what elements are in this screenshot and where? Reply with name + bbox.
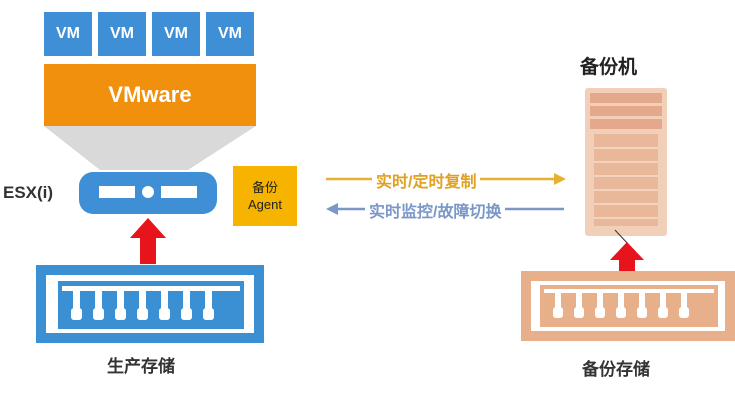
vm-block: VM [206, 12, 254, 56]
red-up-arrow-icon [130, 218, 166, 264]
agent-label-line1: 备份 [251, 180, 278, 195]
agent-label-line2: Agent [248, 197, 282, 212]
vmware-layer: VMware [44, 64, 256, 126]
vm-block: VM [98, 12, 146, 56]
red-up-arrow-icon [610, 242, 644, 274]
production-storage-label: 生产存储 [107, 357, 175, 376]
projection-funnel [44, 126, 256, 170]
sync-arrow-label: 实时/定时复制 [372, 168, 481, 192]
backup-storage-label: 备份存储 [582, 360, 650, 379]
production-storage-icon [36, 265, 264, 343]
backup-machine-label: 备份机 [580, 57, 638, 78]
backup-storage-icon [521, 271, 735, 341]
backup-server-icon [585, 88, 667, 245]
vm-block: VM [152, 12, 200, 56]
vm-block: VM [44, 12, 92, 56]
monitor-arrow-label: 实时监控/故障切换 [365, 198, 506, 222]
esx-host-icon [79, 172, 217, 214]
esx-host-label: ESX(i) [3, 183, 54, 202]
backup-agent: 备份 Agent [233, 166, 297, 226]
